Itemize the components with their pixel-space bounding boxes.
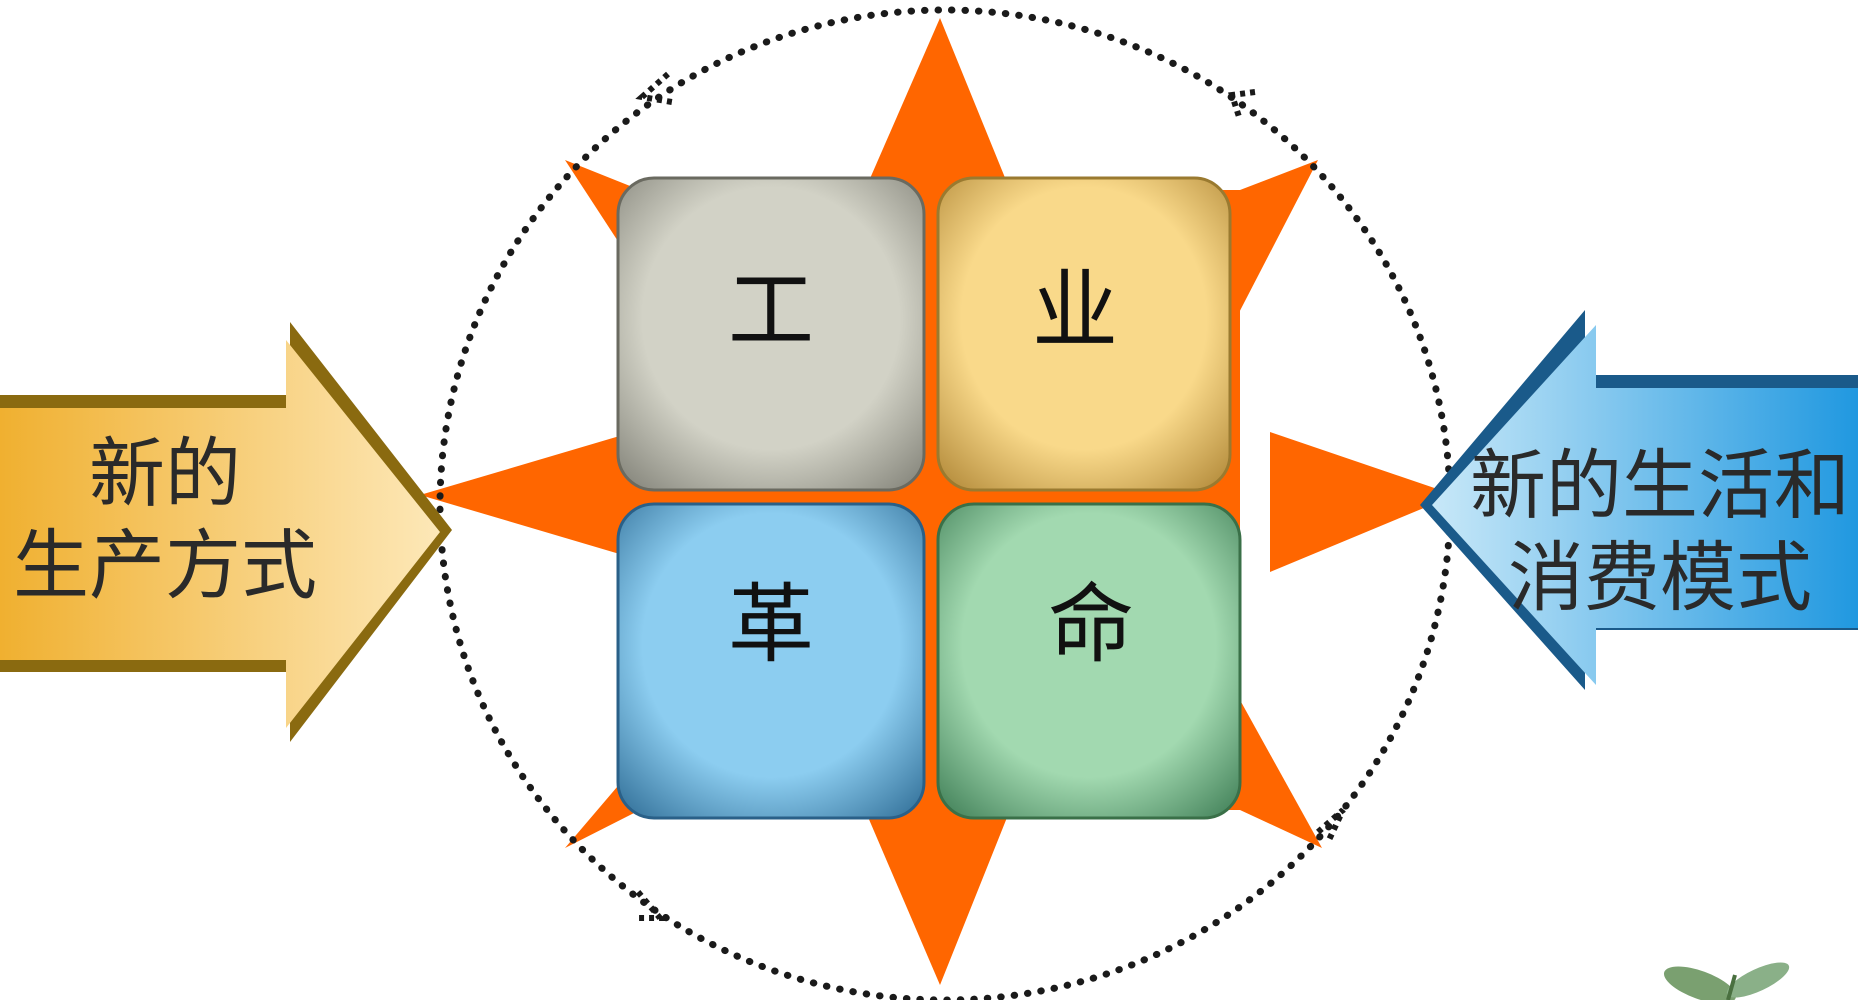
cycle-arrowhead-bottom-left [636,892,660,918]
star-point-top [865,18,1010,190]
tile-label-bottom-right: 命 [1026,582,1156,668]
star-point-top-right [1230,160,1318,330]
tile-label-bottom-left: 革 [706,582,836,668]
left-arrow-line2: 生产方式 [0,520,330,612]
star-point-bottom-right [1240,700,1322,848]
leaf-icon [1660,956,1794,1000]
right-arrow-line1: 新的生活和 [1465,440,1855,532]
tile-label-top-right: 业 [1010,268,1140,354]
left-arrow-label: 新的 生产方式 [0,428,330,612]
right-arrow-line2: 消费模式 [1465,532,1855,624]
left-arrow-line1: 新的 [0,428,330,520]
right-arrow-label: 新的生活和 消费模式 [1465,440,1855,624]
tile-label-top-left: 工 [706,268,836,354]
star-point-left [420,430,640,560]
star-point-bottom [865,810,1010,985]
